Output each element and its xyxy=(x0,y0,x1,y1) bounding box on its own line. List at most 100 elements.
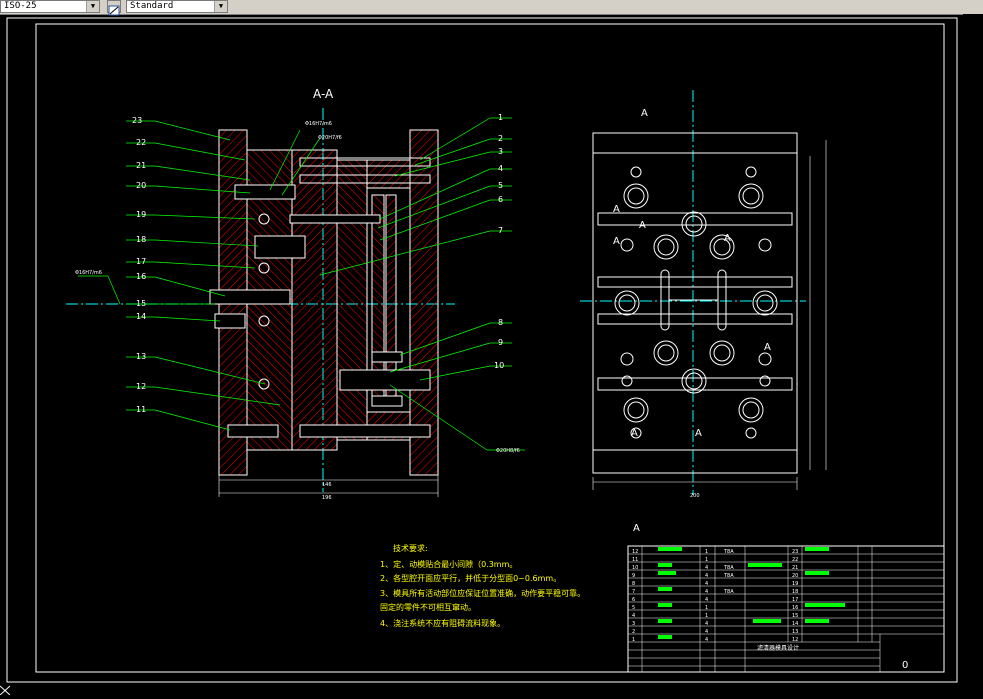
title-qty: 4 xyxy=(705,581,708,587)
part-number-label: 10 xyxy=(494,361,504,370)
title-row-number: 22 xyxy=(792,557,798,563)
title-row-number: 2 xyxy=(632,629,635,635)
title-row-number: 3 xyxy=(632,621,635,627)
part-number-label: 20 xyxy=(136,181,146,190)
title-row-number: 11 xyxy=(632,557,638,563)
title-row-number: 1 xyxy=(632,637,635,643)
section-mark: A xyxy=(631,428,638,439)
title-qty: 4 xyxy=(705,637,708,643)
section-mark: A xyxy=(639,220,646,231)
leader-lines xyxy=(78,117,525,451)
dimension-style-value: ISO-25 xyxy=(4,1,37,11)
title-row-number: 18 xyxy=(792,589,798,595)
title-row-number: 23 xyxy=(792,549,798,555)
title-row-number: 12 xyxy=(632,549,638,555)
part-number-label: 4 xyxy=(498,164,503,173)
part-number-label: 13 xyxy=(136,352,146,361)
title-material: T8A xyxy=(723,573,734,579)
title-row-number: 19 xyxy=(792,581,798,587)
tech-line: 固定的零件不可相互窜动。 xyxy=(380,602,476,612)
table-style-value: Standard xyxy=(130,1,174,11)
properties-toolbar: ISO-25 ▼ Standard ▼ xyxy=(0,0,983,16)
title-row-number: 5 xyxy=(632,605,635,611)
title-row-number: 16 xyxy=(792,605,798,611)
title-material: T8A xyxy=(723,565,734,571)
dimension-style-combo[interactable]: ISO-25 ▼ xyxy=(0,0,100,13)
title-qty: 4 xyxy=(705,589,708,595)
tech-title: 技术要求: xyxy=(393,543,428,553)
section-title: A-A xyxy=(313,87,334,101)
part-number-label: 3 xyxy=(498,147,503,156)
dim-inner-width: 146 xyxy=(322,482,332,488)
title-row-number: 12 xyxy=(792,637,798,643)
part-number-label: 8 xyxy=(498,318,503,327)
part-number-label: 15 xyxy=(136,299,146,308)
part-number-label: 14 xyxy=(136,312,146,321)
part-number-label: 21 xyxy=(136,161,146,170)
chevron-down-icon[interactable]: ▼ xyxy=(214,1,227,12)
fit-labels: Φ16H7/m6 Φ20H7/f6 Φ16H7/m6 Φ20H8/f6 xyxy=(75,121,520,454)
technical-requirements: 技术要求: 1、定、动模贴合最小间隙（0.3mm。 2、各型腔开面应平行，并低于… xyxy=(380,543,585,628)
part-number-label: 22 xyxy=(136,138,146,147)
title-row-number: 14 xyxy=(792,621,798,627)
part-labels: 23 22 21 20 19 18 17 16 15 14 13 12 11 1… xyxy=(132,113,504,414)
title-qty: 4 xyxy=(705,629,708,635)
title-row-number: 13 xyxy=(792,629,798,635)
plan-view xyxy=(580,90,827,495)
title-row-number: 4 xyxy=(632,613,635,619)
title-qty: 1 xyxy=(705,557,708,563)
section-mark: A xyxy=(695,428,702,439)
title-row-number: 15 xyxy=(792,613,798,619)
chevron-down-icon[interactable]: ▼ xyxy=(86,1,99,12)
title-row-number: 9 xyxy=(632,573,635,579)
tech-line: 4、浇注系统不应有阻碍流料现象。 xyxy=(380,618,505,628)
fit-label: Φ20H8/f6 xyxy=(496,448,520,454)
dim-outer-width: 196 xyxy=(322,495,332,501)
title-row-number: 21 xyxy=(792,565,798,571)
part-number-label: 2 xyxy=(498,134,503,143)
part-number-label: 9 xyxy=(498,338,503,347)
title-qty: 4 xyxy=(705,573,708,579)
vertical-scrollbar[interactable] xyxy=(963,14,983,695)
tech-line: 1、定、动模贴合最小间隙（0.3mm。 xyxy=(380,559,517,569)
tech-line: 2、各型腔开面应平行，并低于分型面0~0.6mm。 xyxy=(380,573,561,583)
title-block: 12 11 10 9 8 7 6 5 4 3 2 1 1 1 4 4 4 4 4… xyxy=(627,545,945,673)
title-row-number: 20 xyxy=(792,573,798,579)
title-material: T8A xyxy=(723,549,734,555)
section-marks: A A A A A A A A A xyxy=(613,108,771,534)
tech-line: 3、模具所有活动部位应保证位置准确，动作要平稳可靠。 xyxy=(380,588,585,598)
section-view: A-A xyxy=(66,87,455,501)
crosshair-cursor xyxy=(0,685,11,696)
fit-label: Φ16H7/m6 xyxy=(305,121,332,127)
title-row-number: 8 xyxy=(632,581,635,587)
part-number-label: 7 xyxy=(498,226,503,235)
section-mark: A xyxy=(641,108,648,119)
drawing-canvas[interactable]: A-A xyxy=(0,14,983,696)
dim-plan-width: 200 xyxy=(690,493,700,499)
title-material: T8A xyxy=(723,589,734,595)
section-mark: A xyxy=(764,342,771,353)
table-style-icon[interactable] xyxy=(107,0,121,16)
part-number-label: 23 xyxy=(132,116,142,125)
title-row-number: 6 xyxy=(632,597,635,603)
drawing-name: 滤清器模具设计 xyxy=(757,644,799,652)
part-number-label: 19 xyxy=(136,210,146,219)
title-qty: 1 xyxy=(705,549,708,555)
table-style-combo[interactable]: Standard ▼ xyxy=(126,0,228,13)
part-number-label: 12 xyxy=(136,382,146,391)
part-number-label: 5 xyxy=(498,181,503,190)
section-mark: A xyxy=(633,523,640,534)
outer-border xyxy=(6,17,958,683)
section-mark: A xyxy=(724,233,731,244)
part-number-label: 17 xyxy=(136,257,146,266)
title-qty: 4 xyxy=(705,621,708,627)
title-qty: 4 xyxy=(705,597,708,603)
part-number-label: 11 xyxy=(136,405,146,414)
title-qty: 1 xyxy=(705,605,708,611)
title-qty: 1 xyxy=(705,613,708,619)
title-qty: 4 xyxy=(705,565,708,571)
part-number-label: 18 xyxy=(136,235,146,244)
part-number-label: 6 xyxy=(498,195,503,204)
inner-border xyxy=(35,23,945,673)
section-mark: A xyxy=(613,204,620,215)
